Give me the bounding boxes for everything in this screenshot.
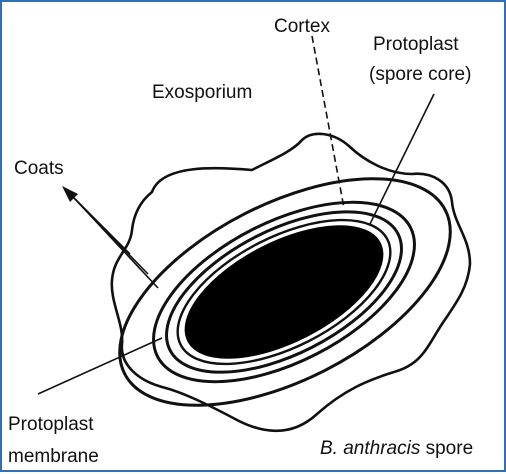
species-name: B. anthracis xyxy=(320,438,421,459)
membrane-label-line2: membrane xyxy=(8,446,99,467)
cortex-label: Cortex xyxy=(274,16,330,37)
coats-label: Coats xyxy=(14,158,64,179)
membrane-label-line1: Protoplast xyxy=(8,414,94,435)
membrane-leader-line xyxy=(38,338,162,394)
protoplast-leader-line xyxy=(370,94,434,224)
exosporium-label: Exosporium xyxy=(152,82,252,103)
coats-leader-line-3 xyxy=(74,198,158,288)
protoplast-label-line2: (spore core) xyxy=(369,64,471,85)
protoplast-core xyxy=(165,198,403,385)
species-suffix: spore xyxy=(420,438,473,459)
species-caption: B. anthracis spore xyxy=(320,438,473,459)
cortex-leader-line xyxy=(312,36,344,208)
protoplast-label-line1: Protoplast xyxy=(373,34,459,55)
